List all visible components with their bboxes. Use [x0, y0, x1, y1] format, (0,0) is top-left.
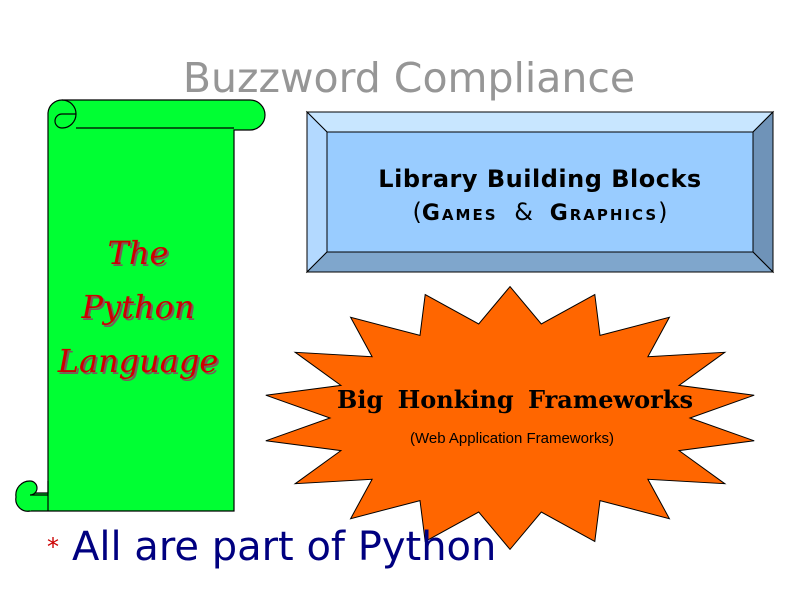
- scroll-line-python: Python: [81, 288, 195, 326]
- scroll-shape: [15, 99, 266, 512]
- ampersand: &: [514, 198, 533, 226]
- scroll-line-language: Language: [57, 342, 219, 380]
- close-paren: ): [658, 198, 668, 226]
- burst-shape: [265, 285, 755, 551]
- bevel-box-title: Library Building Blocks: [378, 165, 702, 193]
- games-word: Games: [421, 201, 498, 226]
- slide-title: Buzzword Compliance: [182, 54, 636, 102]
- bevel-box-subtitle: (Games & Graphics): [328, 198, 752, 226]
- scroll-line-the: The: [107, 234, 169, 272]
- bullet-text: All are part of Python: [72, 524, 497, 570]
- graphics-word: Graphics: [549, 201, 659, 226]
- bevel-box-shape: [305, 110, 775, 274]
- burst-subtitle: (Web Application Frameworks): [410, 430, 614, 447]
- burst-title: Big Honking Frameworks: [337, 385, 693, 414]
- bullet-star-icon: *: [47, 533, 59, 561]
- open-paren: (: [412, 198, 422, 226]
